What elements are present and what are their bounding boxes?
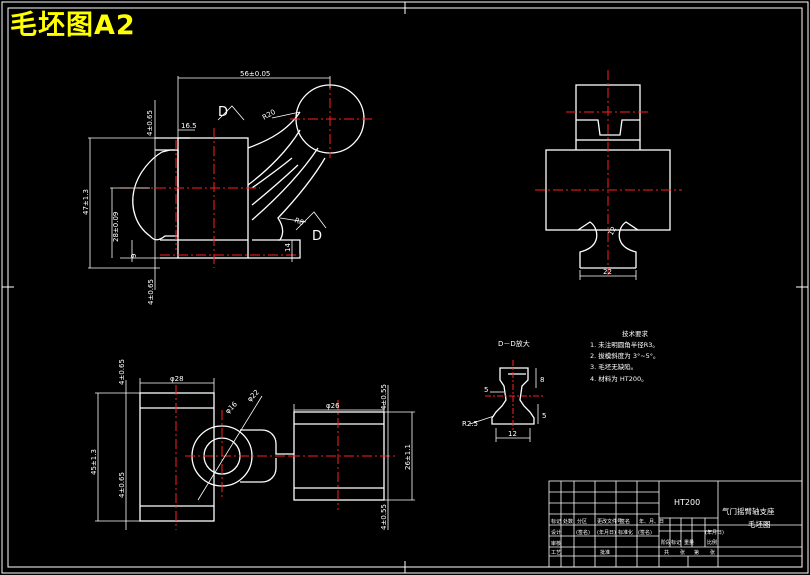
side-dimensions: [579, 229, 637, 280]
requirements: 技术要求 1. 未注明圆角半径R3。 2. 拔模斜度为 3°~5°。 3. 毛坯…: [590, 329, 660, 383]
design-2: (签名): [576, 529, 590, 536]
requirement-1: 1. 未注明圆角半径R3。: [590, 340, 659, 349]
top-centerlines: [175, 385, 395, 530]
section-radius: R2.5: [462, 420, 478, 428]
side-centerlines: [535, 70, 682, 275]
front-dim-text: 56±0.05 4±0.65 16.5 47±1.3 28±0.09 9 4±0…: [82, 70, 322, 305]
rev-4: 更改文件号: [597, 518, 622, 525]
side-dim-text: 12 22: [603, 225, 618, 276]
design-4: 标准化: [618, 529, 633, 536]
dim-top-left: 4±0.65: [146, 110, 154, 136]
section-profile: [491, 367, 535, 425]
dim-base: 22: [603, 268, 612, 276]
top-dim-bottom-left: 4±0.65: [118, 472, 126, 498]
review-1: 审核: [551, 540, 561, 547]
stage-1: 阶段标记: [661, 539, 681, 546]
section-view: [491, 367, 535, 425]
footer-1: 共: [664, 549, 669, 556]
top-dim-small: φ16: [224, 400, 240, 416]
dim-right: 14: [284, 243, 292, 252]
dim-offset: 16.5: [181, 122, 197, 130]
dim-web: 12: [607, 225, 618, 237]
dim-width: 56±0.05: [240, 70, 270, 78]
footer-2: 张: [680, 549, 685, 556]
section-mark-top: D: [218, 105, 228, 120]
section-dim-width: 12: [508, 430, 517, 438]
footer-3: 第: [694, 549, 699, 556]
requirements-heading: 技术要求: [622, 329, 649, 338]
section-dimensions: [469, 368, 539, 442]
top-view: [139, 392, 385, 522]
front-view: [132, 84, 365, 259]
section-dim-flange: 5: [484, 386, 488, 394]
front-body-outline: [132, 149, 179, 241]
radius-corner: R8: [293, 216, 305, 227]
front-arm-outline: [247, 111, 326, 241]
footer-4: 张: [710, 549, 715, 556]
section-centerlines: [485, 360, 545, 430]
part-name: 气门摇臂轴支座: [722, 506, 775, 516]
side-web: [577, 221, 639, 268]
rev-1: 标记: [551, 518, 561, 525]
section-mark-bottom: D: [312, 229, 322, 244]
dim-inner-height: 28±0.09: [112, 212, 120, 242]
top-dim-right-bottom: 4±0.55: [380, 504, 388, 530]
material-label: HT200: [674, 498, 700, 507]
requirement-4: 4. 材料为 HT200。: [590, 374, 648, 383]
requirement-2: 2. 拔模斜度为 3°~5°。: [590, 351, 660, 360]
design-3: (年月日): [597, 529, 616, 536]
dim-bottom: 9: [130, 254, 138, 258]
design-5: (签名): [638, 529, 652, 536]
design-6: (年月日): [705, 529, 724, 536]
top-dim-right-height: 26±1.1: [404, 444, 412, 470]
top-dim-right-diameter: φ26: [326, 402, 340, 410]
rev-6: 年、月、日: [639, 518, 664, 525]
radius-arm: R20: [261, 108, 277, 122]
approve-label: 批准: [600, 549, 610, 556]
top-dim-right-top: 4±0.55: [380, 384, 388, 410]
rev-2: 处数: [563, 518, 573, 525]
top-left-block: [139, 392, 215, 522]
title-block-text: HT200 气门摇臂轴支座 毛坯图 标记 处数 分区 更改文件号 签名 年、月、…: [551, 498, 775, 556]
front-boss: [177, 137, 249, 259]
requirement-3: 3. 毛坯无缺陷。: [590, 362, 637, 371]
top-dim-top-left: 4±0.65: [118, 359, 126, 385]
top-dimensions: [95, 378, 415, 530]
drawing-name: 毛坯图: [748, 519, 771, 529]
dim-bottom-tol: 4±0.65: [147, 279, 155, 305]
top-dim-text: φ28 4±0.65 45±1.3 4±0.65 φ16 φ22 φ26 4±0…: [90, 359, 412, 530]
dim-height: 47±1.3: [82, 189, 90, 215]
top-dim-height: 45±1.3: [90, 449, 98, 475]
review-2: 工艺: [551, 550, 561, 556]
section-text: D－D放大 5 8 5 12 R2.5: [462, 339, 546, 438]
section-dim-right: 5: [542, 412, 546, 420]
front-centerlines: [120, 80, 375, 268]
stage-2: 重量: [684, 539, 694, 546]
front-dimensions: [88, 76, 331, 290]
rev-3: 分区: [577, 518, 587, 525]
title-block: [548, 480, 803, 568]
section-dim-left: 8: [540, 376, 544, 384]
drawing-title: 毛坯图A2: [10, 10, 136, 41]
design-1: 设计: [551, 529, 561, 536]
front-arm-lower: [251, 157, 299, 206]
top-dim-left-diameter: φ28: [170, 375, 184, 383]
section-title: D－D放大: [498, 339, 530, 348]
rev-5: 签名: [620, 518, 630, 525]
stage-3: 比例: [707, 539, 717, 546]
